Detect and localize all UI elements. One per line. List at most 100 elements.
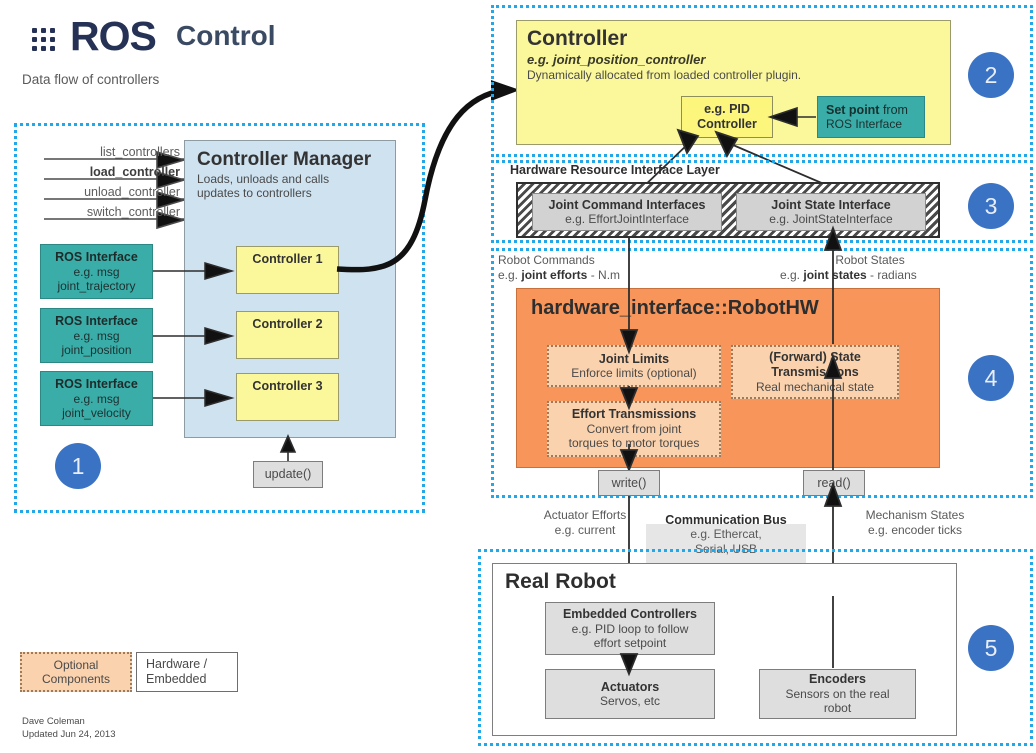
joint-limits-box[interactable]: Joint Limits Enforce limits (optional) — [547, 345, 721, 387]
robot-commands-label: Robot Commands e.g. joint efforts - N.m — [498, 253, 698, 283]
joint-limits-sub: Enforce limits (optional) — [571, 366, 697, 381]
joint-limits-title: Joint Limits — [598, 351, 670, 366]
panel-real-robot-group — [478, 549, 1033, 746]
real-robot-box[interactable]: Real Robot Embedded Controllers e.g. PID… — [492, 563, 957, 736]
legend-optional-line1: Optional — [53, 657, 99, 672]
write-label: write() — [611, 475, 647, 490]
encoders-title: Encoders — [809, 672, 866, 687]
controller-2-label: Controller 2 — [252, 317, 323, 331]
embedded-sub1: e.g. PID loop to follow — [571, 621, 689, 636]
legend-optional-line2: Components — [41, 672, 111, 686]
set-point-box[interactable]: Set point from ROS Interface — [817, 96, 925, 138]
mechanism-states-line1: Mechanism States — [865, 508, 965, 522]
set-point-rest: from — [879, 102, 908, 117]
effort-trans-sub2: torques to motor torques — [568, 436, 700, 451]
joint-state-interface-box[interactable]: Joint State Interface e.g. JointStateInt… — [736, 193, 926, 231]
robot-commands-line1: Robot Commands — [498, 253, 595, 267]
controller-box[interactable]: Controller e.g. joint_position_controlle… — [516, 20, 951, 145]
encoders-box[interactable]: Encoders Sensors on the real robot — [759, 669, 916, 719]
robot-commands-post: - N.m — [587, 268, 621, 282]
mechanism-states-line2: e.g. encoder ticks — [867, 523, 963, 537]
embedded-controllers-box[interactable]: Embedded Controllers e.g. PID loop to fo… — [545, 602, 715, 655]
page-title: Control — [176, 20, 276, 51]
ros-interface-joint-trajectory[interactable]: ROS Interface e.g. msg joint_trajectory — [40, 244, 153, 299]
actuators-title: Actuators — [600, 679, 660, 694]
effort-transmissions-box[interactable]: Effort Transmissions Convert from joint … — [547, 401, 721, 457]
controller-desc: Dynamically allocated from loaded contro… — [527, 68, 802, 82]
fwd-state-title1: (Forward) State — [769, 350, 861, 365]
ros-dot-grid-icon — [32, 28, 66, 52]
panel-robothw-group — [491, 248, 1033, 498]
legend-hardware-embedded: Hardware / Embedded — [136, 652, 238, 692]
ros-interface-joint-velocity[interactable]: ROS Interface e.g. msg joint_velocity — [40, 371, 153, 426]
panel-controller-group — [491, 5, 1033, 157]
actuator-efforts-label: Actuator Efforts e.g. current — [520, 508, 650, 538]
ros-interface-line1: e.g. msg — [73, 264, 120, 279]
service-label-load-controller[interactable]: load_controller — [89, 165, 180, 179]
badge-3: 3 — [968, 183, 1014, 229]
controller-3-box[interactable]: Controller 3 — [236, 373, 339, 421]
controller-1-box[interactable]: Controller 1 — [236, 246, 339, 294]
controller-2-box[interactable]: Controller 2 — [236, 311, 339, 359]
joint-command-interfaces-box[interactable]: Joint Command Interfaces e.g. EffortJoin… — [532, 193, 722, 231]
ros-interface-joint-position[interactable]: ROS Interface e.g. msg joint_position — [40, 308, 153, 363]
ros-interface-line1: e.g. msg — [73, 391, 120, 406]
badge-2: 2 — [968, 52, 1014, 98]
ros-interface-line2: joint_trajectory — [57, 278, 136, 293]
controller-manager-title: Controller Manager — [197, 149, 372, 170]
robot-states-post: - radians — [866, 268, 917, 282]
footer-updated: Updated Jun 24, 2013 — [22, 728, 116, 740]
robot-states-label: Robot States e.g. joint states - radians — [780, 253, 1000, 283]
pid-controller-box[interactable]: e.g. PID Controller — [681, 96, 773, 138]
ros-interface-title: ROS Interface — [55, 376, 138, 391]
effort-trans-sub1: Convert from joint — [586, 422, 682, 437]
robot-states-pre: e.g. — [780, 268, 804, 282]
forward-state-transmissions-box[interactable]: (Forward) State Transmissions Real mecha… — [731, 345, 899, 399]
controller-3-label: Controller 3 — [252, 379, 323, 393]
robothw-box[interactable]: hardware_interface::RobotHW Joint Limits… — [516, 288, 940, 468]
service-label-switch-controller[interactable]: switch_controller — [86, 205, 180, 219]
ros-interface-line2: joint_position — [61, 342, 132, 357]
update-label: update() — [264, 467, 312, 482]
ros-wordmark: ROS — [70, 13, 157, 59]
mechanism-states-label: Mechanism States e.g. encoder ticks — [845, 508, 985, 538]
robot-commands-pre: e.g. — [498, 268, 522, 282]
pid-line2: Controller — [697, 117, 757, 131]
panel-controller-manager-group — [14, 123, 425, 513]
pid-line1: e.g. PID — [704, 102, 750, 117]
robothw-title: hardware_interface::RobotHW — [531, 297, 819, 319]
ros-interface-title: ROS Interface — [55, 249, 138, 264]
ros-logo: ROS Control — [18, 13, 288, 62]
real-robot-title: Real Robot — [505, 570, 616, 593]
ros-interface-line1: e.g. msg — [73, 328, 120, 343]
joint-command-title: Joint Command Interfaces — [548, 197, 706, 212]
update-button[interactable]: update() — [253, 461, 323, 488]
controller-1-label: Controller 1 — [252, 252, 323, 266]
legend-optional-components: Optional Components — [20, 652, 132, 692]
actuators-box[interactable]: Actuators Servos, etc — [545, 669, 715, 719]
communication-bus-title: Communication Bus — [665, 513, 787, 527]
read-label: read() — [817, 475, 851, 490]
hardware-resource-interface-layer: Joint Command Interfaces e.g. EffortJoin… — [516, 182, 940, 238]
set-point-line2: ROS Interface — [826, 117, 903, 132]
joint-command-sub: e.g. EffortJointInterface — [565, 212, 689, 227]
service-label-unload-controller[interactable]: unload_controller — [84, 185, 180, 199]
fwd-state-sub: Real mechanical state — [755, 379, 875, 394]
ros-interface-line2: joint_velocity — [62, 405, 131, 420]
joint-state-sub: e.g. JointStateInterface — [769, 212, 893, 227]
read-button[interactable]: read() — [803, 470, 865, 496]
write-button[interactable]: write() — [598, 470, 660, 496]
ros-interface-title: ROS Interface — [55, 313, 138, 328]
encoders-sub1: Sensors on the real — [785, 687, 890, 702]
actuator-efforts-line2: e.g. current — [554, 523, 616, 537]
robot-commands-bold: joint efforts — [521, 268, 588, 282]
hardware-resource-layer-title: Hardware Resource Interface Layer — [510, 163, 720, 177]
service-label-list-controllers[interactable]: list_controllers — [100, 145, 180, 159]
